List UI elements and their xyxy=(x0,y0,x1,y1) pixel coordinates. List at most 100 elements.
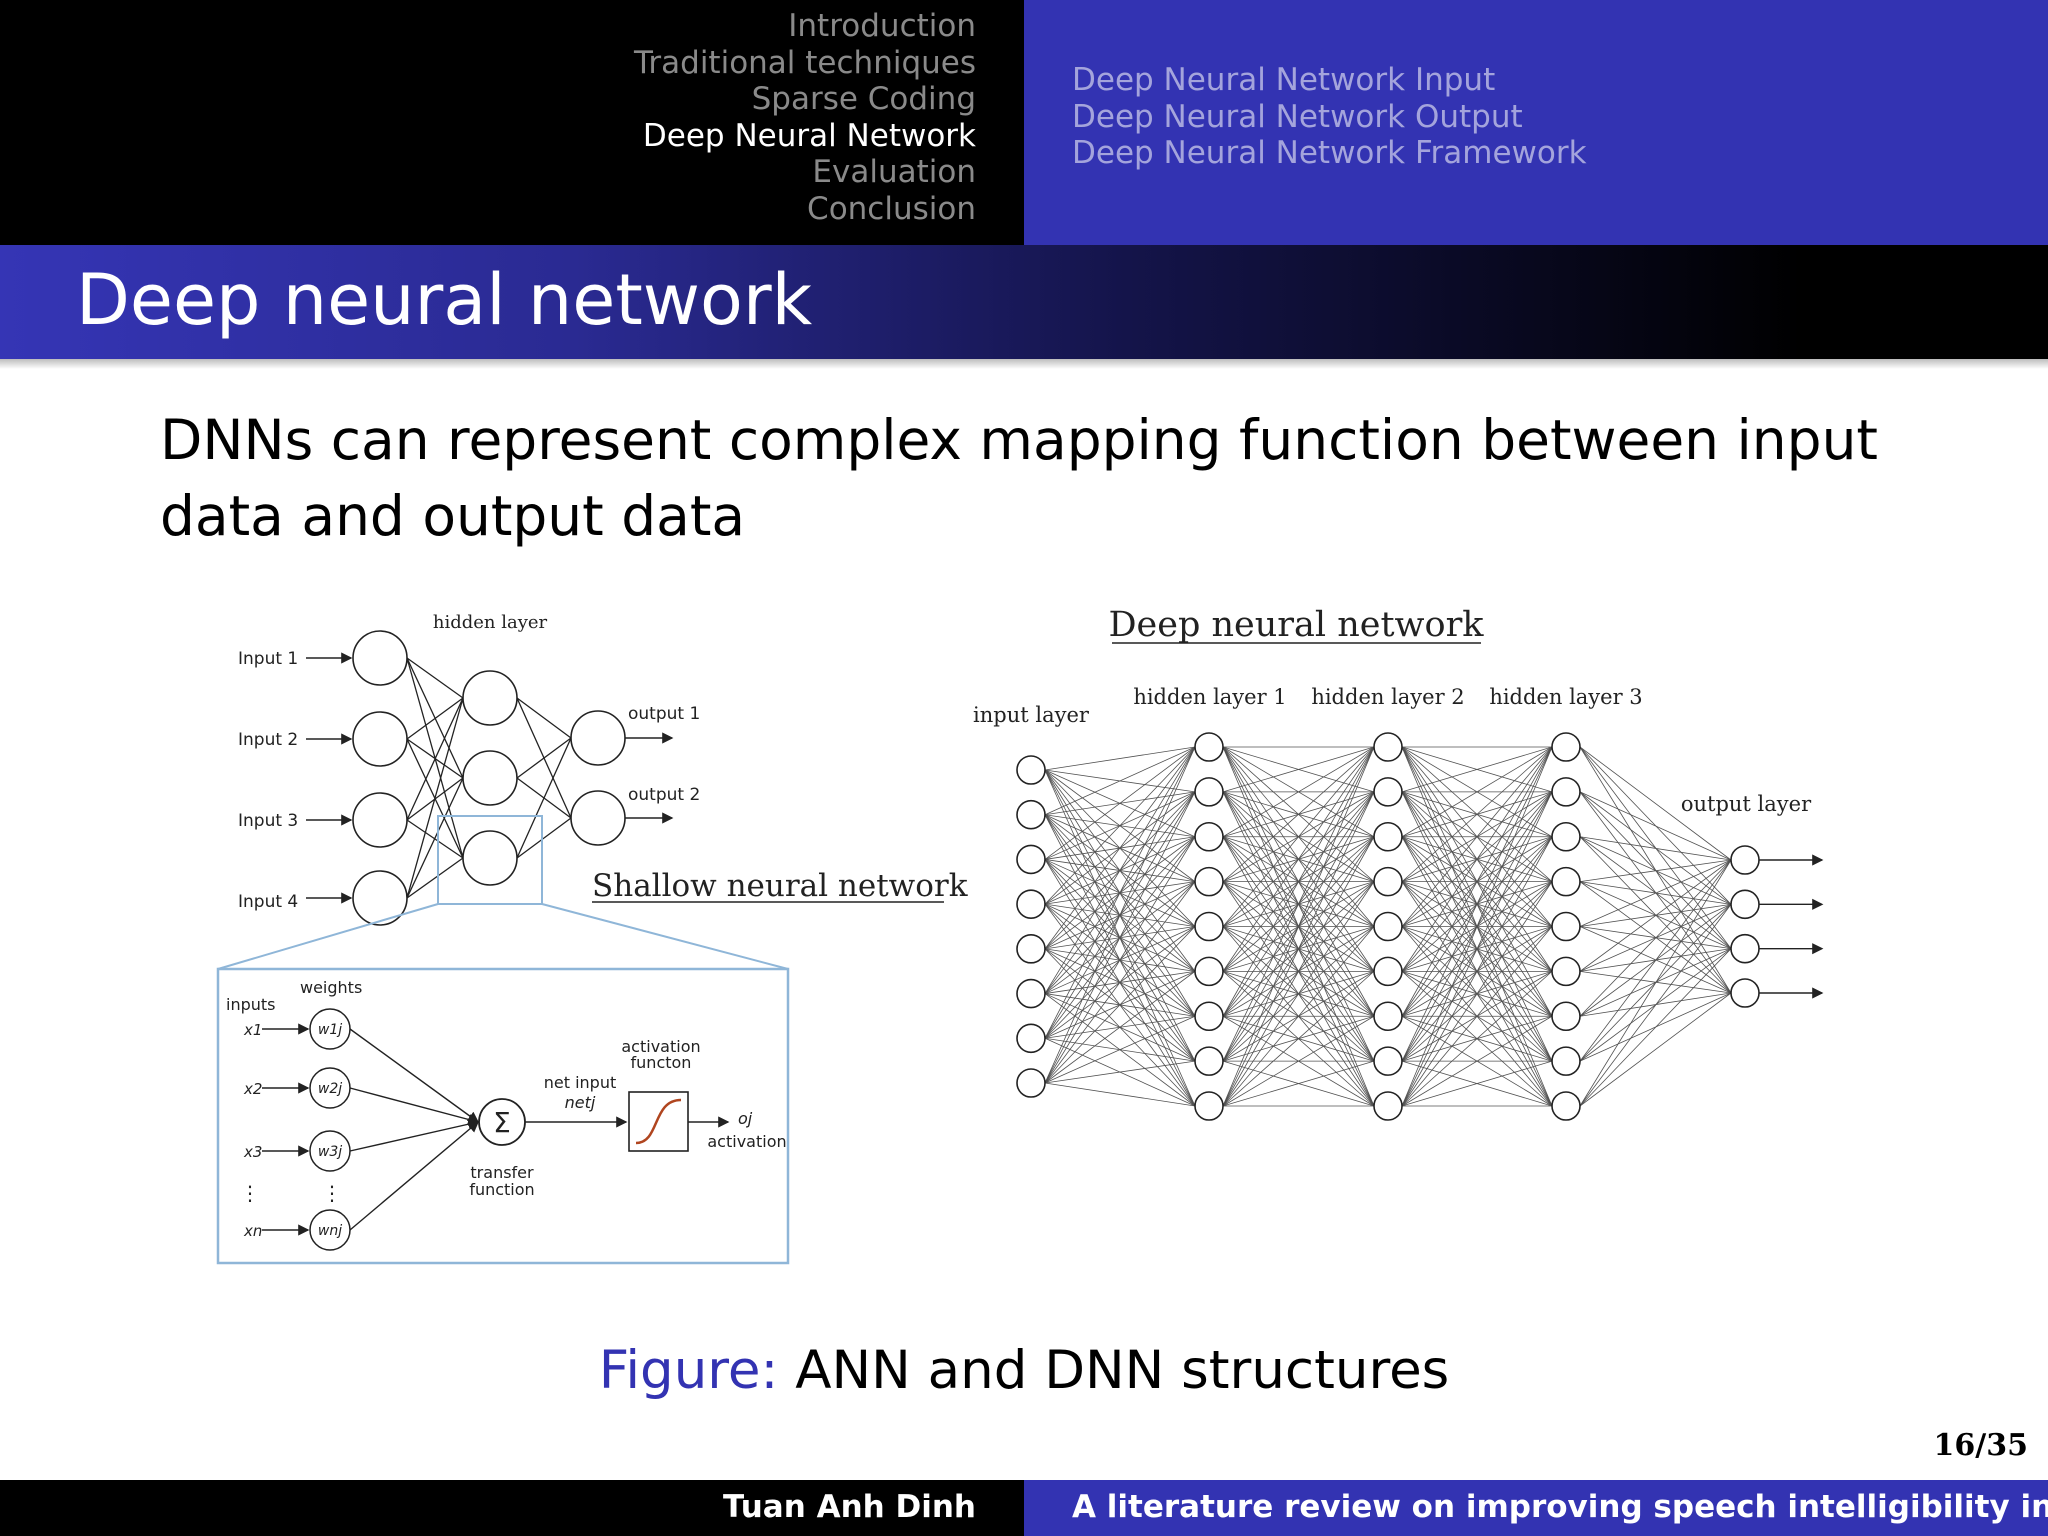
nav-section-conclusion[interactable]: Conclusion xyxy=(807,190,976,227)
deep-edge xyxy=(1579,859,1732,972)
deep-edge xyxy=(1222,746,1375,1107)
shallow-neuron xyxy=(462,750,518,806)
footer-title: A literature review on improving speech … xyxy=(1072,1489,2048,1525)
shallow-neuron xyxy=(462,830,518,886)
nav-section-traditional-techniques[interactable]: Traditional techniques xyxy=(634,44,976,81)
deep-neuron xyxy=(1194,1001,1224,1032)
deep-edge xyxy=(1401,746,1553,793)
shallow-edge xyxy=(406,697,464,821)
weight-label: w3j xyxy=(318,1144,342,1160)
input-4-label: Input 4 xyxy=(238,892,298,912)
deep-neuron xyxy=(1373,911,1403,942)
weight-node xyxy=(309,1130,351,1172)
nav-subsection-output[interactable]: Deep Neural Network Output xyxy=(1072,98,1523,135)
deep-edge xyxy=(1401,746,1553,1017)
hidden-layer-2-label: hidden layer 2 xyxy=(1311,685,1464,709)
deep-edge xyxy=(1222,791,1375,1107)
shallow-edge xyxy=(516,697,572,739)
weight-label: w1j xyxy=(318,1022,342,1038)
deep-edge xyxy=(1401,1060,1553,1107)
weight-arrow xyxy=(349,1121,480,1231)
weight-arrow xyxy=(349,1028,480,1123)
deep-edge xyxy=(1401,746,1553,1107)
title-shadow xyxy=(0,359,2048,369)
deep-neuron xyxy=(1373,1001,1403,1032)
hidden-layer-3-label: hidden layer 3 xyxy=(1489,685,1642,709)
deep-neuron xyxy=(1373,777,1403,807)
deep-edge xyxy=(1044,791,1196,1084)
activation-label: activation xyxy=(707,1132,786,1151)
footer-author: Tuan Anh Dinh xyxy=(722,1489,976,1525)
net-input-label: net input xyxy=(544,1073,617,1092)
deep-neuron xyxy=(1016,978,1046,1009)
deep-edge xyxy=(1579,859,1732,1062)
deep-neuron xyxy=(1551,1046,1581,1076)
shallow-neuron xyxy=(570,790,626,846)
nav-section-introduction[interactable]: Introduction xyxy=(788,8,976,44)
nav-section-deep-neural-network[interactable]: Deep Neural Network xyxy=(642,117,976,154)
deep-edge xyxy=(1222,746,1375,793)
deep-neuron xyxy=(1730,978,1760,1008)
deep-network-title: Deep neural network xyxy=(1108,605,1484,645)
deep-edge xyxy=(1222,881,1375,1107)
deep-neuron xyxy=(1016,1023,1046,1054)
deep-edge xyxy=(1222,971,1375,1107)
deep-edge xyxy=(1222,1060,1375,1107)
deep-edge xyxy=(1222,746,1375,1062)
subsection-nav: Deep Neural Network Input Deep Neural Ne… xyxy=(1024,0,2048,245)
deep-neuron xyxy=(1016,799,1046,830)
transfer-label-2: function xyxy=(469,1180,534,1199)
deep-neuron xyxy=(1016,844,1046,875)
nav-subsection-input[interactable]: Deep Neural Network Input xyxy=(1072,62,1496,98)
weight-label: w2j xyxy=(318,1081,342,1097)
deep-edge xyxy=(1044,746,1196,771)
deep-edge xyxy=(1044,746,1196,950)
x-input-label: x3 xyxy=(243,1143,262,1161)
deep-neuron xyxy=(1194,1091,1224,1121)
activation-function-label-2: functon xyxy=(631,1053,692,1072)
input-1-label: Input 1 xyxy=(238,649,298,669)
deep-neuron xyxy=(1551,1091,1581,1121)
deep-edge xyxy=(1044,971,1196,1084)
shallow-neuron xyxy=(352,792,408,848)
deep-neuron xyxy=(1016,1068,1046,1098)
x-input-label: x2 xyxy=(243,1080,262,1098)
output-2-label: output 2 xyxy=(628,785,700,805)
deep-edge xyxy=(1044,746,1196,1039)
deep-neuron xyxy=(1016,934,1046,964)
deep-neuron xyxy=(1551,956,1581,987)
deep-edge xyxy=(1044,746,1196,860)
shallow-neuron xyxy=(352,870,408,926)
output-1-label: output 1 xyxy=(628,704,700,724)
w-dots: ⋮ xyxy=(322,1181,342,1205)
figure-caption: Figure: ANN and DNN structures xyxy=(0,1340,2048,1401)
nav-section-sparse-coding[interactable]: Sparse Coding xyxy=(751,81,976,117)
deep-edge xyxy=(1044,1015,1196,1084)
transfer-label-1: transfer xyxy=(470,1163,534,1182)
shallow-neuron xyxy=(570,710,626,766)
deep-edge xyxy=(1579,836,1732,861)
deep-neuron xyxy=(1373,956,1403,987)
nav-section-evaluation[interactable]: Evaluation xyxy=(812,154,976,190)
deep-neuron xyxy=(1551,911,1581,942)
deep-neuron xyxy=(1194,732,1224,762)
nav-subsection-framework[interactable]: Deep Neural Network Framework xyxy=(1072,135,1587,171)
deep-edge xyxy=(1579,859,1732,1107)
weight-node xyxy=(309,1067,351,1109)
net-j-label: netj xyxy=(565,1093,596,1112)
deep-edge xyxy=(1222,746,1375,838)
deep-edge xyxy=(1579,992,1732,1107)
section-list: Introduction Traditional techniques Spar… xyxy=(634,8,976,227)
shallow-edge xyxy=(516,737,572,859)
deep-edge xyxy=(1401,926,1553,1107)
slide-title: Deep neural network xyxy=(76,259,813,341)
deep-edge xyxy=(1044,926,1196,1084)
deep-edge xyxy=(1401,1015,1553,1107)
shallow-edge xyxy=(406,657,464,699)
deep-edge xyxy=(1044,881,1196,1084)
deep-neuron xyxy=(1551,732,1581,762)
deep-neuron xyxy=(1373,732,1403,762)
deep-edge xyxy=(1579,859,1732,883)
weight-arrow xyxy=(349,1087,480,1125)
deep-edge xyxy=(1222,1015,1375,1107)
